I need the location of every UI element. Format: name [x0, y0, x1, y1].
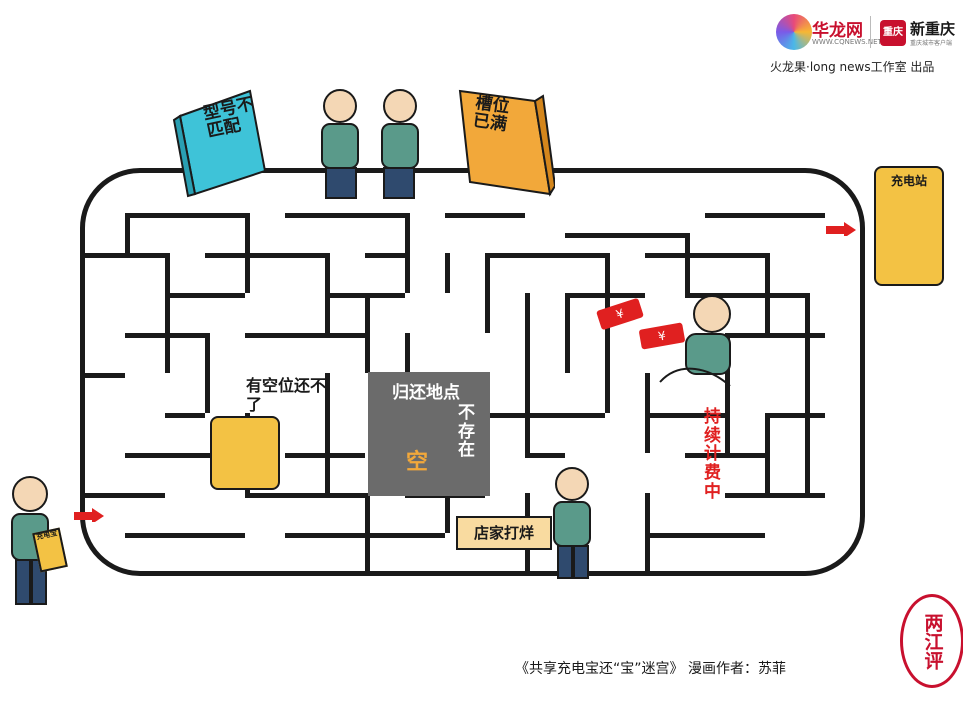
charging-station-label: 充电站 [890, 174, 927, 188]
logo-a-subtext: WWW.CQNEWS.NET [812, 38, 882, 46]
frustrated-users-icon [321, 89, 419, 199]
header-divider [870, 16, 871, 48]
return-point-label: 归还地点 [392, 383, 460, 403]
not-exist-label: 不存在 [458, 403, 475, 461]
logo-b-text: 新重庆 [910, 20, 956, 38]
shop-closed-sign: 店家打烊 [456, 516, 552, 550]
logo-a-text: 华龙网 [812, 21, 863, 41]
producer-credit: 火龙果·long news工作室 出品 [770, 60, 935, 74]
worried-user-icon [553, 467, 591, 579]
entrance-arrow-icon [74, 508, 104, 522]
huolong-logo-icon [776, 14, 812, 50]
mismatch-sign-icon [172, 89, 267, 198]
comic-title: 《共享充电宝还“宝”迷宫》 漫画作者：苏菲 [515, 661, 786, 677]
charging-dock-icon [210, 416, 280, 490]
slots-full-sign-icon [458, 89, 555, 197]
slots-full-label: 槽位已满 [471, 92, 511, 136]
charging-station-icon: 充电站 [874, 166, 944, 286]
logo-b-subtext: 重庆城市客户端 [910, 40, 953, 47]
exit-arrow-icon [826, 222, 856, 236]
continuous-charge-label: 持续计费中 [704, 407, 721, 502]
return-point-block [368, 372, 490, 496]
empty-label: 空 [406, 450, 429, 475]
liangjiang-seal: 两江评 [900, 594, 963, 688]
seal-text: 两江评 [921, 612, 944, 670]
has-space-label: 有空位还不了 [246, 376, 327, 415]
billing-user-icon [659, 295, 731, 387]
chongqing-logo-icon: 重庆 [880, 20, 906, 46]
